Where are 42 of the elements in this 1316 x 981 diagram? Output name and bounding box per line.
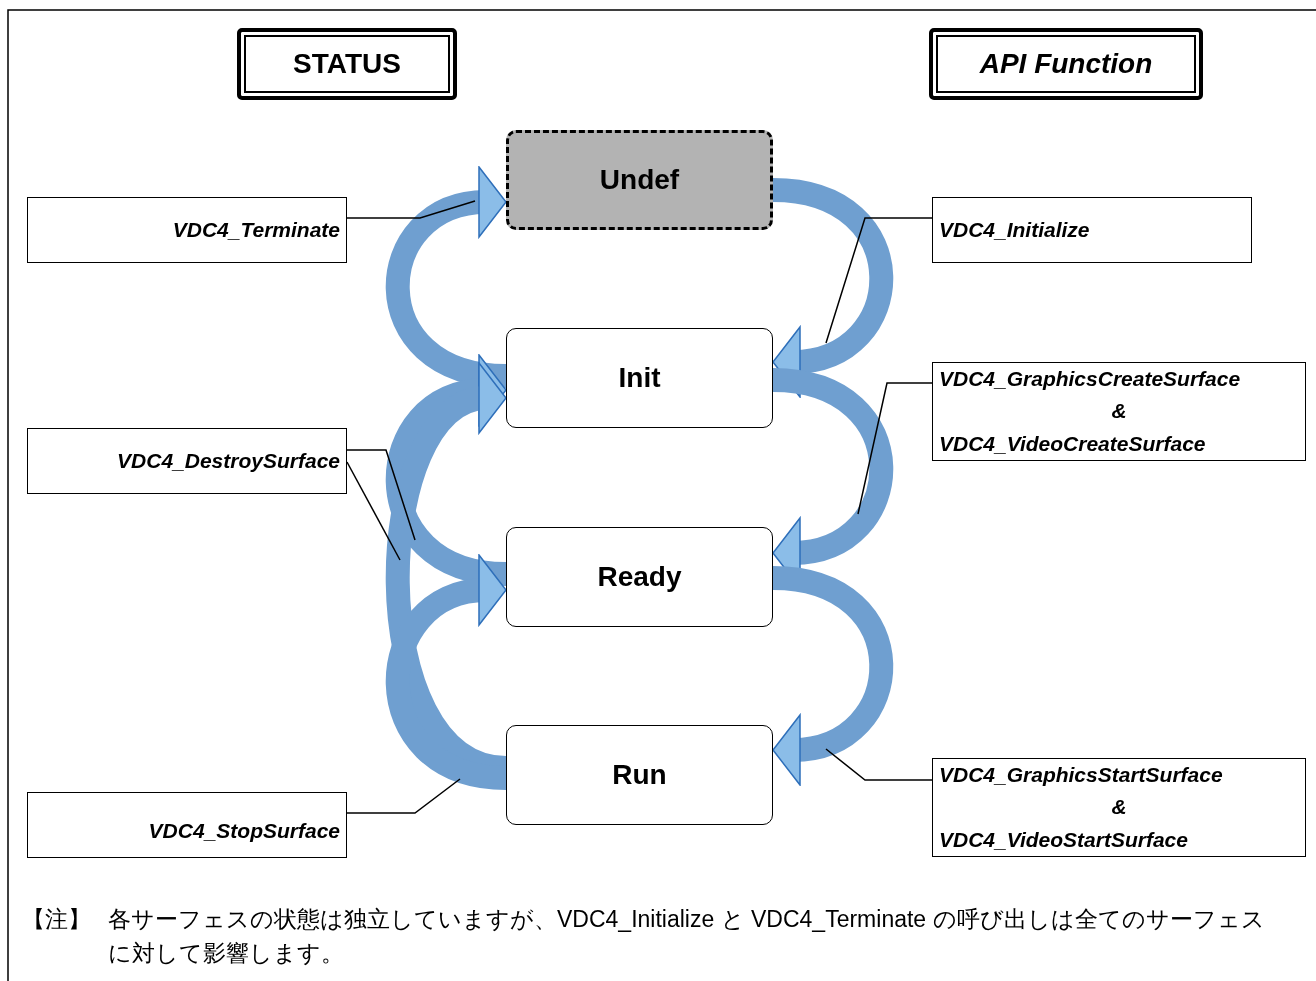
function-box [27,197,347,263]
function-box [932,758,1306,857]
state-box [506,130,773,230]
ampersand: & [1111,399,1127,424]
ampersand: & [1111,795,1127,820]
function-name: VDC4_VideoCreateSurface [939,431,1206,456]
function-name: VDC4_Initialize [939,218,1090,242]
function-name: VDC4_Terminate [172,218,340,242]
function-box [27,428,347,494]
curved-arrow [385,355,508,586]
state-name: Run [612,759,667,791]
function-name: VDC4_GraphicsStartSurface [939,763,1223,788]
state-name: Undef [599,164,680,196]
state-name: Init [618,362,661,394]
leader-line [346,200,476,219]
note-text: 各サーフェスの状態は独立していますが、VDC4_Initialize と VDC4_Terminate の呼び出しは全てのサーフェスに対して影響します。 [108,905,1266,968]
leader-line [825,217,933,344]
curved-arrow [385,167,508,388]
function-name: VDC4_StopSurface [148,819,340,843]
state-box [506,328,773,428]
leader-line [346,449,416,541]
state-box [506,527,773,627]
header-box [237,28,457,100]
function-name: VDC4_VideoStartSurface [939,827,1188,852]
curved-arrow [771,566,894,785]
leader-line [346,778,461,814]
state-box [506,725,773,825]
function-box [27,792,347,858]
note-mark: 【注】 [22,905,92,934]
leader-line [346,461,401,561]
leader-line [825,748,933,781]
function-box [932,362,1306,461]
column-heading: API Function [979,48,1153,80]
function-box [932,197,1252,263]
curved-arrow [771,178,894,397]
leader-line [857,382,933,515]
state-name: Ready [597,561,682,593]
curved-arrow [385,555,508,790]
column-heading: STATUS [293,48,401,80]
function-name: VDC4_DestroySurface [117,449,340,473]
function-name: VDC4_GraphicsCreateSurface [939,367,1241,392]
header-box [929,28,1203,100]
